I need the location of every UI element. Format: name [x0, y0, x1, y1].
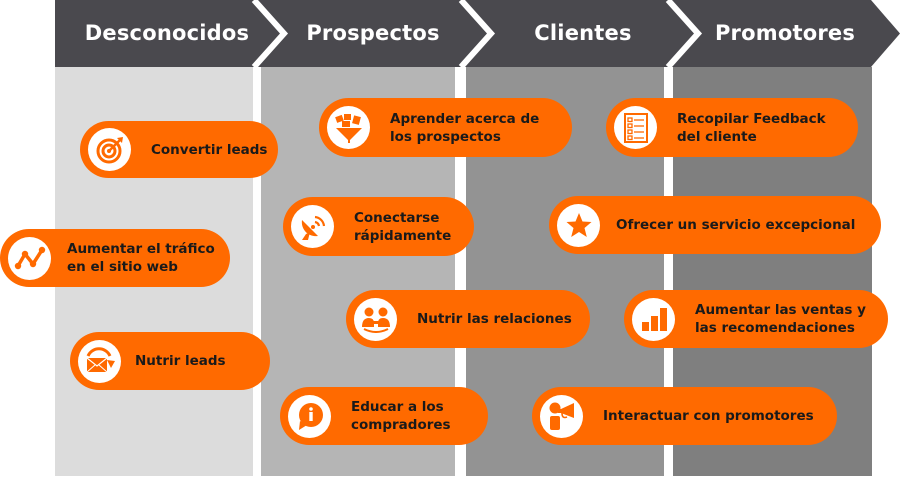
- action-label-line1: Educar a los: [351, 399, 444, 415]
- action-label-line2: las recomendaciones: [695, 320, 855, 336]
- star-icon: [557, 203, 600, 247]
- checklist-icon: [614, 106, 657, 149]
- action-label: Nutrir las relaciones: [417, 311, 572, 327]
- action-convertir-leads: Convertir leads: [80, 121, 278, 178]
- action-label: Nutrir leads: [135, 353, 226, 369]
- action-label-line1: Aumentar las ventas y: [695, 302, 866, 318]
- satellite-dish-icon: [291, 205, 334, 248]
- stage-title-clientes: Clientes: [534, 21, 632, 45]
- stage-title-promotores: Promotores: [714, 21, 856, 45]
- action-aumentar-trafico: Aumentar el tráfico en el sitio web: [0, 229, 230, 287]
- action-label-line2: rápidamente: [354, 227, 452, 244]
- action-label-line1: Recopilar Feedback: [677, 110, 826, 127]
- action-label: Interactuar con promotores: [603, 408, 814, 424]
- trend-line-icon: [8, 236, 51, 280]
- stage-title-prospectos: Prospectos: [306, 21, 440, 45]
- action-nutrir-relaciones: Nutrir las relaciones: [346, 290, 590, 348]
- action-label: Convertir leads: [151, 141, 268, 158]
- action-aumentar-ventas: Aumentar las ventas y las recomendaciones: [624, 290, 888, 348]
- stage-header-band: Desconocidos Prospectos Clientes Promoto…: [55, 0, 900, 67]
- action-interactuar-promotores: Interactuar con promotores: [532, 387, 837, 445]
- bar-chart-icon: [632, 297, 675, 341]
- action-ofrecer-servicio: Ofrecer un servicio excepcional: [549, 196, 881, 254]
- action-label-line1: Aprender acerca de: [390, 110, 540, 127]
- action-label-line2: en el sitio web: [67, 259, 178, 275]
- action-educar-compradores: Educar a los compradores: [280, 387, 488, 445]
- action-label-line2: los prospectos: [390, 128, 501, 145]
- action-label-line1: Aumentar el tráfico: [67, 241, 215, 257]
- info-bubble-icon: [288, 394, 331, 438]
- action-label-line2: del cliente: [677, 128, 757, 145]
- people-handshake-icon: [354, 297, 397, 341]
- action-nutrir-leads: Nutrir leads: [70, 332, 270, 390]
- email-refresh-icon: [78, 339, 121, 383]
- megaphone-person-icon: [540, 394, 583, 438]
- action-label: Ofrecer un servicio excepcional: [616, 217, 856, 233]
- action-label-line2: compradores: [351, 417, 451, 433]
- stage-title-desconocidos: Desconocidos: [84, 21, 250, 45]
- funnel-icon: [327, 106, 370, 149]
- action-label-line1: Conectarse: [354, 209, 440, 226]
- chevron-arrow-shape: [55, 0, 900, 67]
- target-icon: [88, 128, 131, 171]
